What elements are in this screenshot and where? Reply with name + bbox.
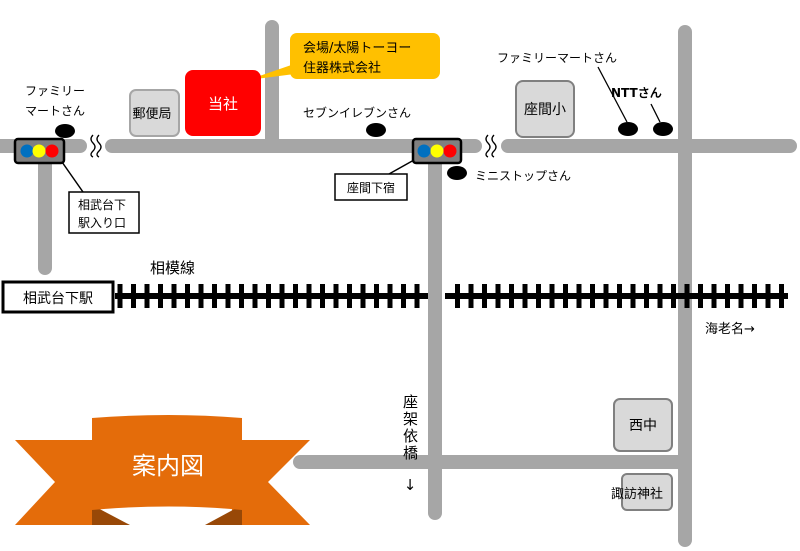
venue-callout	[290, 33, 440, 79]
station-label: 相武台下駅	[23, 291, 93, 307]
ntt-label: NTTさん	[611, 86, 662, 100]
post-office-label: 郵便局	[132, 107, 171, 122]
station-box	[1, 280, 115, 314]
suwa-shrine-building	[621, 473, 673, 511]
direction-label: 海老名→	[705, 321, 755, 337]
bridge-name: 座架依橋	[401, 394, 419, 462]
railway-line-label: 相模線	[150, 259, 195, 277]
nishinaka-label: 西中	[629, 418, 657, 434]
familymart-left-label-2: マートさん	[25, 104, 85, 118]
signal-middle-label: 座間下宿	[347, 180, 395, 195]
venue-building	[185, 70, 261, 136]
callout-line1: 会場/太陽トーヨー	[303, 41, 411, 56]
ntt-marker	[653, 122, 673, 136]
squiggle-icon	[96, 134, 102, 158]
title-banner	[15, 415, 310, 525]
ministop-marker	[447, 166, 467, 180]
post-office-building	[129, 89, 180, 137]
signal-left-label-2: 駅入り口	[78, 216, 126, 230]
down-arrow-icon: ↓	[404, 476, 417, 494]
squiggle-icon	[90, 134, 96, 158]
callout-line2: 住器株式会社	[303, 60, 381, 76]
familymart-right-label: ファミリーマートさん	[497, 51, 617, 65]
squiggle-icon	[491, 134, 497, 158]
school-label: 座間小	[524, 102, 566, 118]
ministop-label: ミニストップさん	[475, 169, 571, 183]
school-building	[515, 80, 575, 138]
familymart-left-marker	[55, 124, 75, 138]
traffic-signal-middle	[411, 137, 463, 165]
road-break-icons	[90, 134, 497, 158]
signal-left-label-box	[68, 191, 140, 234]
map-title: 案内図	[132, 452, 204, 480]
suwa-shrine-label: 諏訪神社	[611, 486, 663, 502]
venue-label: 当社	[208, 95, 238, 113]
seven-eleven-marker	[366, 123, 386, 137]
seven-eleven-label: セブンイレブンさん	[303, 105, 411, 120]
nishinaka-building	[613, 398, 673, 452]
signal-middle-label-box	[334, 173, 408, 201]
railway	[115, 284, 788, 308]
squiggle-icon	[485, 134, 491, 158]
signal-left-label-1: 相武台下	[78, 197, 126, 212]
familymart-left-label-1: ファミリー	[25, 84, 85, 98]
leader-line	[650, 103, 661, 123]
traffic-signal-left	[13, 137, 66, 165]
familymart-right-marker	[618, 122, 638, 136]
leader-line	[597, 66, 628, 123]
